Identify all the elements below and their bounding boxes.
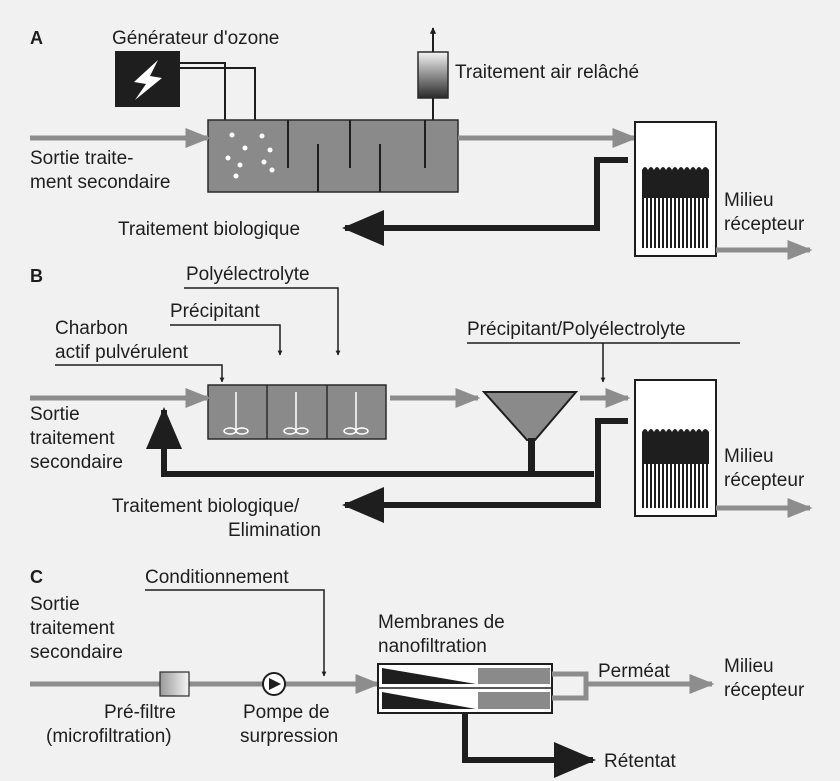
receiving-c-line2: récepteur — [724, 680, 805, 701]
conditioning-label: Conditionnement — [145, 567, 289, 588]
polyelectrolyte-dosing-line — [184, 287, 341, 356]
ozone-contact-tank — [207, 119, 459, 193]
biological-elimination-arrow — [342, 418, 628, 523]
section-c: C Conditionnement Sortie traitement seco… — [30, 567, 805, 778]
biological-return-arrow — [342, 157, 628, 246]
retentate-arrow — [462, 713, 596, 778]
prefilter-label-line1: Pré-filtre — [104, 702, 176, 723]
air-treatment-filter — [417, 51, 449, 99]
inlet-label-line2: ment secondaire — [30, 172, 170, 193]
pump-label-line2: surpression — [240, 726, 338, 747]
settling-hopper — [481, 391, 579, 441]
section-b-letter: B — [30, 266, 43, 286]
biological-label: Traitement biologique — [118, 219, 300, 240]
inlet-b-line3: secondaire — [30, 452, 123, 473]
receiving-label-a-line1: Milieu — [724, 190, 774, 211]
ozone-generator-label: Générateur d'ozone — [112, 28, 279, 49]
pump-label-line1: Pompe de — [243, 702, 330, 723]
prefilter-label-line2: (microfiltration) — [46, 726, 172, 747]
inlet-label-line1: Sortie traite- — [30, 148, 133, 169]
ozone-bubbles — [225, 132, 275, 179]
precipitant-dosing-line — [170, 324, 283, 356]
precip-poly-dosing-line — [467, 342, 740, 382]
bio-elim-label-line2: Elimination — [228, 520, 321, 541]
inlet-c-line1: Sortie — [30, 594, 80, 615]
bio-elim-label-line1: Traitement biologique/ — [112, 496, 300, 517]
mixing-tanks — [207, 384, 387, 440]
receiving-label-b-line1: Milieu — [724, 446, 774, 467]
tank-baffles — [287, 120, 426, 192]
permeate-label: Perméat — [598, 661, 671, 682]
receiving-label-b-line2: récepteur — [724, 470, 805, 491]
receiving-c-line1: Milieu — [724, 656, 774, 677]
section-a-letter: A — [30, 28, 43, 48]
mixer-icons — [223, 392, 369, 435]
inlet-c-line3: secondaire — [30, 642, 123, 663]
carbon-label-line2: actif pulvérulent — [55, 342, 189, 363]
air-treatment-label: Traitement air relâché — [455, 62, 639, 83]
prefilter — [159, 671, 190, 697]
section-c-letter: C — [30, 567, 43, 587]
precip-poly-label: Précipitant/Polyélectrolyte — [467, 319, 686, 340]
precipitant-label: Précipitant — [170, 301, 260, 322]
inlet-b-line1: Sortie — [30, 404, 80, 425]
sludge-recycle-arrow — [146, 407, 594, 477]
receiving-label-a-line2: récepteur — [724, 214, 805, 235]
retentate-label: Rétentat — [604, 751, 677, 772]
carbon-label-line1: Charbon — [55, 318, 128, 339]
membranes-label-line2: nanofiltration — [378, 636, 487, 657]
inlet-c-line2: traitement — [30, 618, 115, 639]
carbon-dosing-line — [55, 364, 225, 383]
conditioning-dosing-line — [145, 589, 327, 677]
inlet-b-line2: traitement — [30, 428, 115, 449]
membranes-label-line1: Membranes de — [378, 612, 505, 633]
lightning-icon — [134, 60, 162, 100]
section-a: A Générateur d'ozone Traitement air relâ… — [30, 27, 813, 260]
polyelectrolyte-label: Polyélectrolyte — [186, 264, 310, 285]
section-b: B Polyélectrolyte Précipitant Charbon ac… — [30, 264, 813, 541]
